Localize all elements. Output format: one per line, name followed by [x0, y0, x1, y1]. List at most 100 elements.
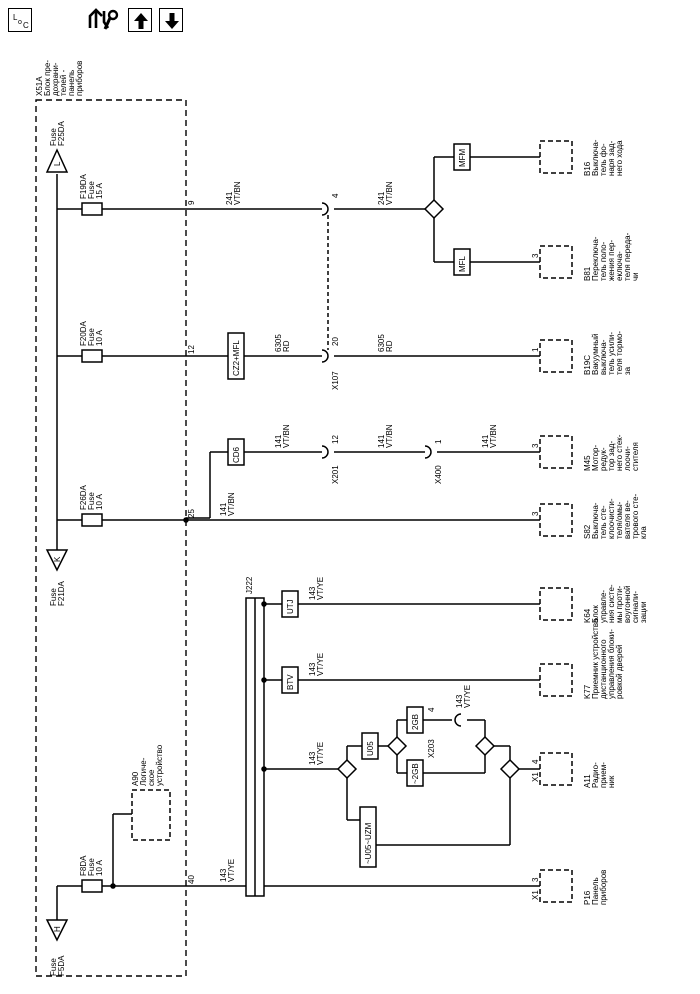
- component-label-line: M45: [583, 455, 592, 471]
- fuse-ref-H-label: Fuse F5DA: [49, 955, 66, 976]
- svg-text:Fuse: Fuse: [49, 588, 58, 606]
- connector-x1-a11-pin: 4: [531, 759, 540, 764]
- component-label-line: дистанционного: [599, 639, 608, 699]
- component-label-line: Панель: [591, 877, 600, 905]
- svg-text:141: 141: [219, 502, 228, 516]
- option-box-mfl: [453, 248, 471, 276]
- svg-text:VT/YE: VT/YE: [316, 577, 325, 600]
- connector-x1-a11-label: X1: [531, 772, 540, 782]
- routing-wrench-icon: [88, 8, 119, 30]
- svg-text:10 A: 10 A: [95, 859, 104, 876]
- legend-c-glyph: C: [23, 21, 29, 30]
- connector-x107-label: X107: [331, 371, 340, 390]
- component-label-line: Переключа-: [591, 236, 600, 281]
- svg-text:6305: 6305: [377, 334, 386, 352]
- svg-text:VT/YE: VT/YE: [316, 653, 325, 676]
- component-label-line: тель фо-: [599, 143, 608, 176]
- page-up-button[interactable]: [128, 8, 152, 32]
- option-utj-label: UTJ: [286, 599, 295, 614]
- svg-text:15 A: 15 A: [95, 182, 104, 199]
- fuse-f19da-symbol: [81, 202, 103, 216]
- component-b19c-pin: 1: [531, 347, 540, 352]
- fuse-f8da-label: F8DA Fuse 10 A: [79, 855, 104, 876]
- component-label-line: K64: [583, 608, 592, 623]
- connector-x107-pin-top: 4: [331, 193, 340, 198]
- page-down-button[interactable]: [159, 8, 183, 32]
- svg-text:141: 141: [481, 434, 490, 448]
- component-label-line: стителя: [631, 442, 640, 471]
- component-label-line: P16: [583, 890, 592, 905]
- connector-x201-pin: 12: [331, 435, 340, 444]
- svg-text:F25DA: F25DA: [57, 120, 66, 146]
- component-label-line: теля/омы-: [615, 501, 624, 539]
- module-id: X51A: [35, 76, 44, 96]
- svg-text:VT/BN: VT/BN: [282, 424, 291, 448]
- component-b19c-box: [539, 339, 573, 373]
- component-label-line: лоочи-: [623, 446, 632, 471]
- connector-x1-p16-label: X1: [531, 890, 540, 900]
- component-label-line: ровкой дверей: [615, 644, 624, 699]
- connector-x203-pin: 4: [427, 707, 436, 712]
- harness-routing-button[interactable]: [88, 8, 122, 32]
- svg-text:Fuse: Fuse: [87, 328, 96, 346]
- legend-icon: L o C: [13, 13, 29, 30]
- svg-text:6305: 6305: [274, 334, 283, 352]
- component-label-line: него стек-: [615, 434, 624, 471]
- option-mfm-label: MFM: [458, 148, 467, 167]
- svg-text:241: 241: [225, 191, 234, 205]
- component-label-line: сигнали-: [631, 591, 640, 623]
- component-label-line: B81: [583, 266, 592, 281]
- svg-text:VT/YE: VT/YE: [227, 859, 236, 882]
- component-label-line: тель усили-: [607, 332, 616, 375]
- component-label-line: клоочисти-: [607, 498, 616, 539]
- component-label-line: S82: [583, 524, 592, 539]
- component-label-line: Выключа-: [591, 139, 600, 176]
- svg-text:A90: A90: [131, 771, 140, 786]
- arrow-down-icon: [165, 13, 179, 29]
- legend-sub-glyph: o: [18, 19, 22, 26]
- svg-text:VT/BN: VT/BN: [233, 181, 242, 205]
- component-label-line: K77: [583, 684, 592, 699]
- option-2gb-label: 2GB: [411, 714, 420, 730]
- component-p16-box: [539, 869, 573, 903]
- svg-text:F8DA: F8DA: [79, 855, 88, 876]
- svg-text:Fuse: Fuse: [87, 858, 96, 876]
- svg-text:Fuse: Fuse: [49, 128, 58, 146]
- component-label-line: Выключа-: [591, 502, 600, 539]
- component-label-line: управления блоки-: [607, 629, 616, 699]
- module-name-line: дохрани-: [51, 62, 60, 96]
- svg-text:VT/YE: VT/YE: [463, 685, 472, 708]
- fuse-ref-H-letter: H: [53, 926, 62, 932]
- component-label-line: B16: [583, 161, 592, 176]
- component-b81-pin: 3: [531, 253, 540, 258]
- component-label-line: ник: [607, 775, 616, 788]
- component-label-line: трового сте-: [631, 493, 640, 539]
- arrow-up-icon: [134, 13, 148, 29]
- component-label-line: зации: [639, 601, 648, 623]
- svg-text:143: 143: [455, 694, 464, 708]
- component-b81-box: [539, 245, 573, 279]
- component-m45-box: [539, 435, 573, 469]
- module-name-line: панель: [67, 70, 76, 96]
- option-not-2gb-label: ~2GB: [411, 763, 420, 784]
- legend-button[interactable]: L o C: [8, 8, 32, 32]
- svg-text:143: 143: [308, 662, 317, 676]
- component-k77-box: [539, 663, 573, 697]
- component-label-line: тор зад-: [607, 441, 616, 471]
- connector-x400-label: X400: [434, 465, 443, 484]
- component-label-line: A11: [583, 774, 592, 788]
- connector-x107-pin-bottom: 20: [331, 337, 340, 346]
- svg-text:VT/YE: VT/YE: [316, 742, 325, 765]
- component-label-line: B19C: [583, 355, 592, 375]
- component-label-line: редук-: [599, 447, 608, 471]
- option-cz2-mfl-label: CZ2+MFL: [232, 340, 241, 376]
- fuse-f8da-symbol: [81, 879, 103, 893]
- logic-device-a90-label: A90 Логиче- ское устройство: [131, 744, 164, 786]
